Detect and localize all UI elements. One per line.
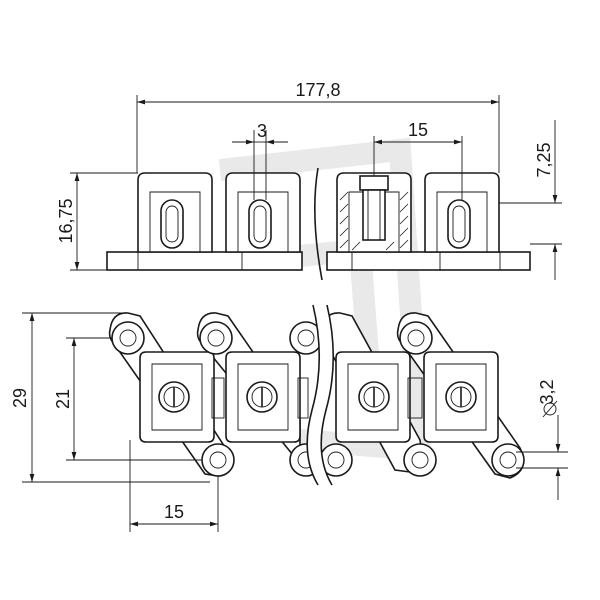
dim-pin-spacing-label: 21 <box>53 389 73 409</box>
pin-4 <box>445 381 477 413</box>
top-link-2 <box>225 172 301 253</box>
pin-3 <box>358 381 390 413</box>
hole-bottom-5 <box>491 443 525 477</box>
dim-pitch-bottom: 15 <box>129 440 219 532</box>
bottom-view <box>108 304 525 486</box>
hole-top-4 <box>399 321 433 355</box>
dim-total-length: 177,8 <box>136 80 500 173</box>
top-link-1 <box>137 172 213 253</box>
dim-hole-diameter-label: 3,2 <box>537 379 557 404</box>
dim-hole-diameter: 3,2 <box>516 379 568 500</box>
dim-overall-width-label: 29 <box>10 388 30 408</box>
hole-bottom-1 <box>201 443 235 477</box>
dim-overall-width: 29 <box>10 312 210 483</box>
dim-gap-width-label: 3 <box>257 121 267 141</box>
pin-1 <box>158 381 190 413</box>
dim-pin-spacing: 21 <box>53 337 202 461</box>
dim-pitch-bottom-label: 15 <box>164 502 184 522</box>
top-view <box>106 167 531 281</box>
hole-top-1 <box>111 321 145 355</box>
dim-pitch-top-label: 15 <box>408 120 428 140</box>
dim-pitch-top: 15 <box>373 120 463 200</box>
dim-gap-width: 3 <box>232 121 288 200</box>
top-link-3-section <box>336 172 412 253</box>
top-link-4 <box>424 172 500 253</box>
hole-bottom-4 <box>403 443 437 477</box>
dim-top-height: 16,75 <box>56 172 138 271</box>
dim-small-height-label: 7,25 <box>534 142 554 177</box>
dim-top-height-label: 16,75 <box>56 198 76 243</box>
dim-small-height: 7,25 <box>499 120 562 280</box>
dim-total-length-label: 177,8 <box>295 80 340 100</box>
hole-top-2 <box>199 321 233 355</box>
pin-2 <box>246 381 278 413</box>
